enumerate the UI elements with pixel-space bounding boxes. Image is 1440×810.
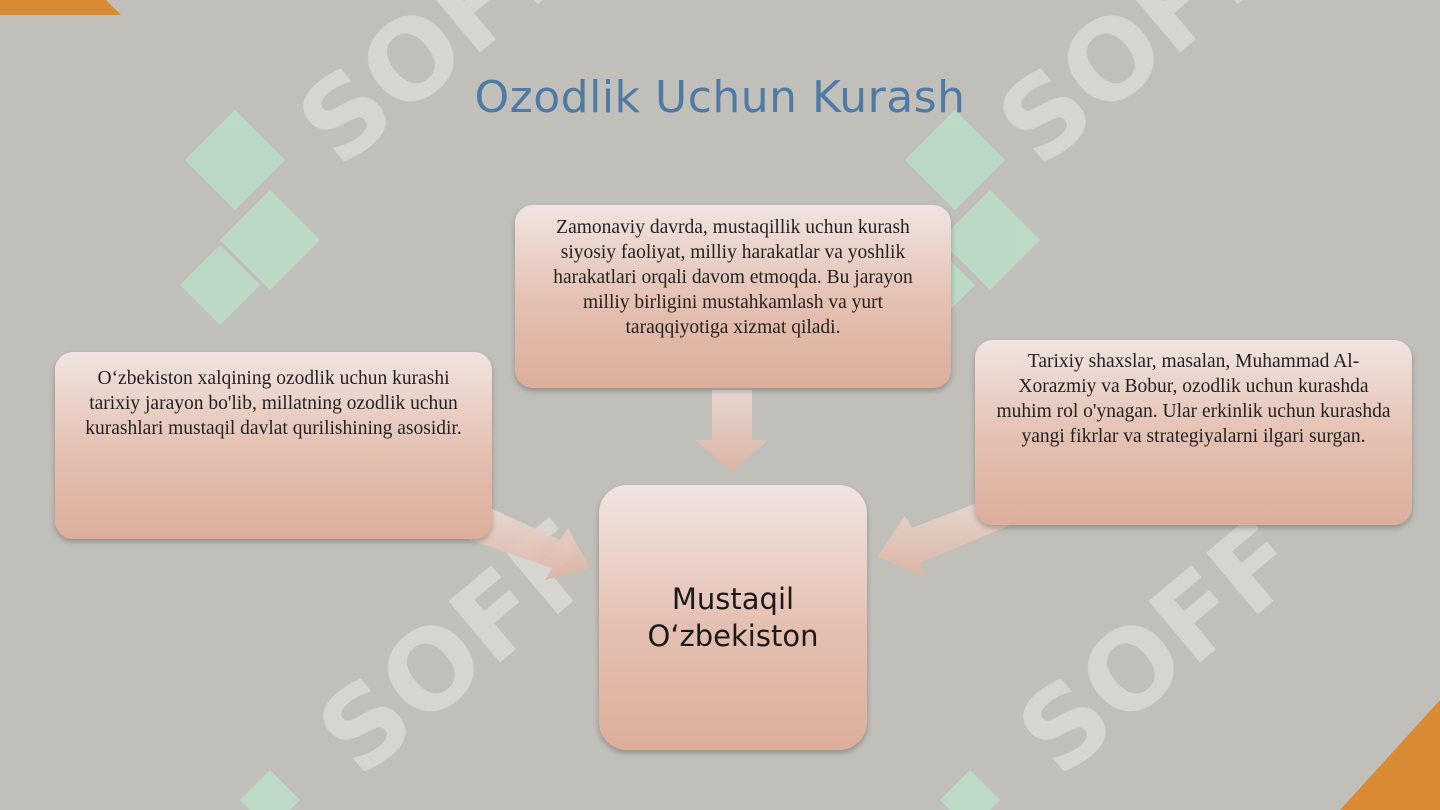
center-box-line2: O‘zbekiston bbox=[647, 618, 819, 653]
svg-text:SOFF: SOFF bbox=[994, 494, 1324, 800]
arrow-down-icon bbox=[696, 390, 768, 472]
watermark-logo-icon-3 bbox=[240, 770, 1000, 810]
center-box: Mustaqil O‘zbekiston bbox=[599, 485, 867, 750]
text-box-right: Tarixiy shaxslar, masalan, Muhammad Al-X… bbox=[975, 340, 1412, 525]
svg-text:SOFF: SOFF bbox=[294, 494, 624, 800]
text-box-left: O‘zbekiston xalqining ozodlik uchun kura… bbox=[55, 352, 492, 539]
corner-decoration-bottom-right bbox=[1340, 700, 1440, 810]
center-box-line1: Mustaqil bbox=[671, 581, 795, 616]
text-box-top: Zamonaviy davrda, mustaqillik uchun kura… bbox=[515, 205, 951, 388]
watermark-logo-icon bbox=[180, 110, 320, 325]
page-title: Ozodlik Uchun Kurash bbox=[474, 72, 966, 123]
